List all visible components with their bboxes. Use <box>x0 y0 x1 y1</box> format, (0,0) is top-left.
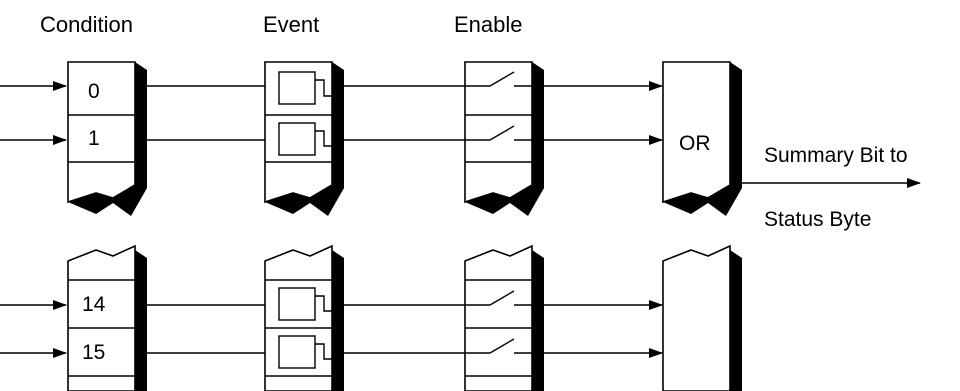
event-header: Event <box>263 12 319 37</box>
condition-bit-14: 14 <box>82 293 106 316</box>
enable-switch-0 <box>465 71 532 87</box>
or-gate <box>662 61 742 216</box>
or-gate-continuation <box>662 244 742 391</box>
enable-header: Enable <box>454 12 523 37</box>
condition-bit-15: 15 <box>82 341 105 364</box>
event-latch-1 <box>278 122 332 156</box>
summary-label-line1: Summary Bit to <box>764 144 908 167</box>
enable-register-top <box>464 61 544 216</box>
condition-header: Condition <box>40 12 133 37</box>
condition-bit-0: 0 <box>88 80 100 103</box>
enable-register-bottom <box>464 244 544 391</box>
summary-label-line2: Status Byte <box>764 208 871 231</box>
enable-switch-1 <box>465 125 532 141</box>
condition-bit-1: 1 <box>88 127 100 150</box>
enable-switch-14 <box>465 290 532 306</box>
event-latch-14 <box>278 287 332 321</box>
enable-switch-15 <box>465 338 532 354</box>
condition-register-top <box>67 61 147 216</box>
or-label: OR <box>679 132 711 155</box>
condition-register-bottom <box>67 244 147 391</box>
event-latch-15 <box>278 335 332 369</box>
event-latch-0 <box>278 71 332 105</box>
